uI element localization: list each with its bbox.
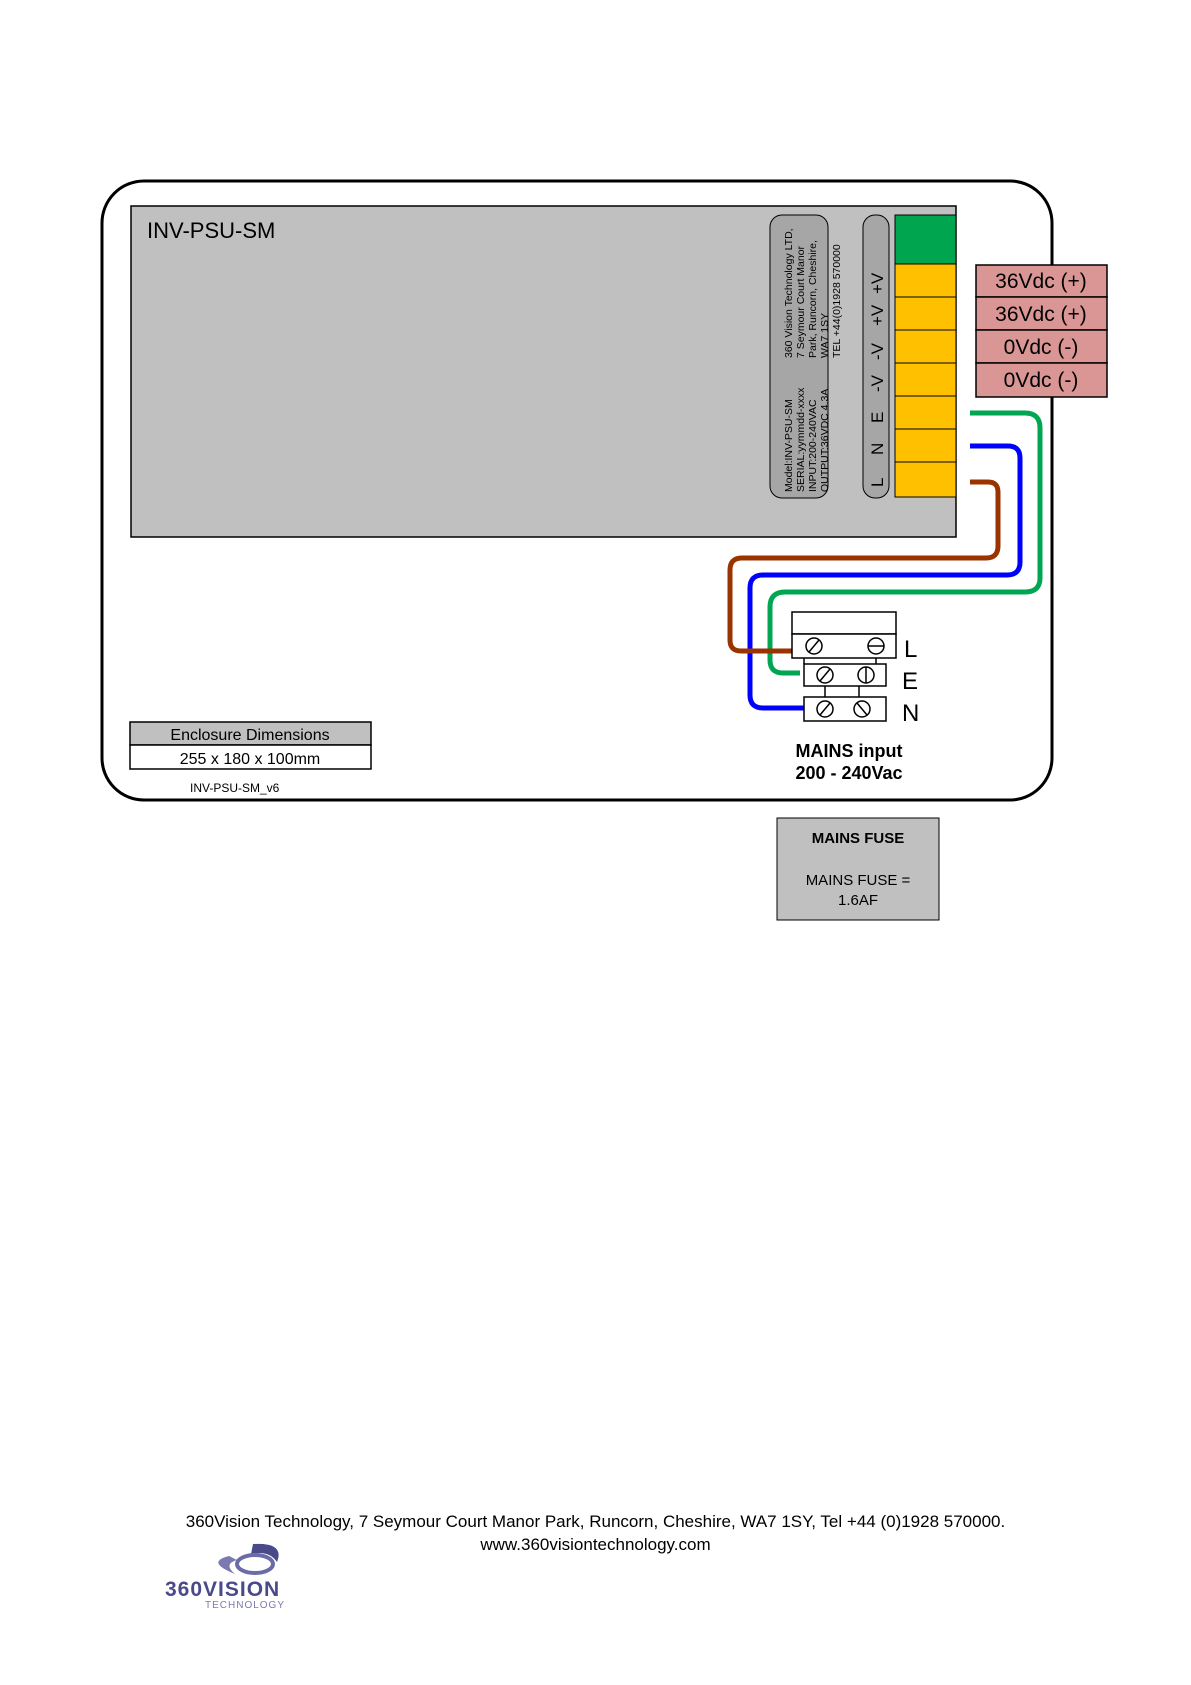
rating-label: Model:INV-PSU-SM SERIAL:yymmdd-xxxx INPU… xyxy=(769,214,843,499)
output-labels: 36Vdc (+) 36Vdc (+) 0Vdc (-) 0Vdc (-) xyxy=(975,264,1108,398)
rating-line: 7 Seymour Court Manor xyxy=(795,245,807,358)
output-label: 0Vdc (-) xyxy=(1004,369,1079,392)
wire-live-brown xyxy=(727,479,1001,654)
rating-line: SERIAL:yymmdd-xxxx xyxy=(795,387,807,492)
rating-line: OUTPUT:36VDC 4.3A xyxy=(819,389,831,492)
mains-caption-line2: 200 - 240Vac xyxy=(795,763,902,783)
logo-swoosh-icon xyxy=(218,1556,237,1574)
rating-line: WA7 1SY xyxy=(819,313,831,358)
terminal-mark: +V xyxy=(868,272,887,294)
terminal-cell xyxy=(894,296,957,331)
terminal-cell xyxy=(894,329,957,364)
rating-line: TEL +44(0)1928 570000 xyxy=(831,244,843,358)
mains-letter-earth: E xyxy=(902,668,918,695)
rating-line: Model:INV-PSU-SM xyxy=(783,399,795,492)
psu-title: INV-PSU-SM xyxy=(147,218,275,243)
footer-address: 360Vision Technology, 7 Seymour Court Ma… xyxy=(185,1512,1006,1531)
terminal-block xyxy=(894,214,957,498)
terminal-mark: N xyxy=(868,443,887,455)
rating-line: INPUT:200-240VAC xyxy=(807,399,819,492)
terminal-mark: E xyxy=(868,412,887,423)
fuse-line1: MAINS FUSE = xyxy=(806,872,911,889)
rating-line: 360 Vision Technology LTD, xyxy=(783,228,795,358)
rating-line: Park, Runcorn, Cheshire, xyxy=(807,240,819,358)
terminal-mark: -V xyxy=(868,342,887,360)
drawing-ref: INV-PSU-SM_v6 xyxy=(190,781,280,795)
wire-earth-green xyxy=(767,410,1043,676)
dimensions-table: Enclosure Dimensions 255 x 180 x 100mm xyxy=(129,721,372,770)
terminal-cell xyxy=(894,395,957,430)
wire-neutral-blue xyxy=(747,443,1023,711)
terminal-cell xyxy=(894,263,957,298)
mains-terminal-block xyxy=(791,611,897,722)
dimensions-value: 255 x 180 x 100mm xyxy=(180,751,321,768)
dimensions-header: Enclosure Dimensions xyxy=(170,727,329,744)
output-label: 0Vdc (-) xyxy=(1004,336,1079,359)
terminal-mark: +V xyxy=(868,304,887,326)
fuse-box: MAINS FUSE MAINS FUSE = 1.6AF xyxy=(776,817,940,921)
output-label: 36Vdc (+) xyxy=(995,303,1087,326)
mains-caption-line1: MAINS input xyxy=(796,741,903,761)
fuse-title: MAINS FUSE xyxy=(812,830,905,847)
company-logo: 360VISION TECHNOLOGY xyxy=(165,1543,285,1611)
fuse-line2: 1.6AF xyxy=(838,892,878,909)
terminal-cell xyxy=(894,428,957,463)
terminal-mark: L xyxy=(868,478,887,487)
terminal-ground-cell xyxy=(894,214,957,265)
terminal-mark: -V xyxy=(868,374,887,392)
terminal-markings: L N E -V -V +V +V xyxy=(862,214,890,499)
logo-tagline: TECHNOLOGY xyxy=(205,1600,285,1611)
terminal-cell xyxy=(894,461,957,498)
output-label: 36Vdc (+) xyxy=(995,270,1087,293)
logo-swoosh-icon xyxy=(251,1543,279,1562)
mains-letter-neutral: N xyxy=(902,700,919,727)
mains-letter-live: L xyxy=(904,636,917,663)
footer-website[interactable]: www.360visiontechnology.com xyxy=(480,1535,711,1554)
logo-wordmark: 360VISION xyxy=(165,1578,280,1601)
terminal-cell xyxy=(894,362,957,397)
